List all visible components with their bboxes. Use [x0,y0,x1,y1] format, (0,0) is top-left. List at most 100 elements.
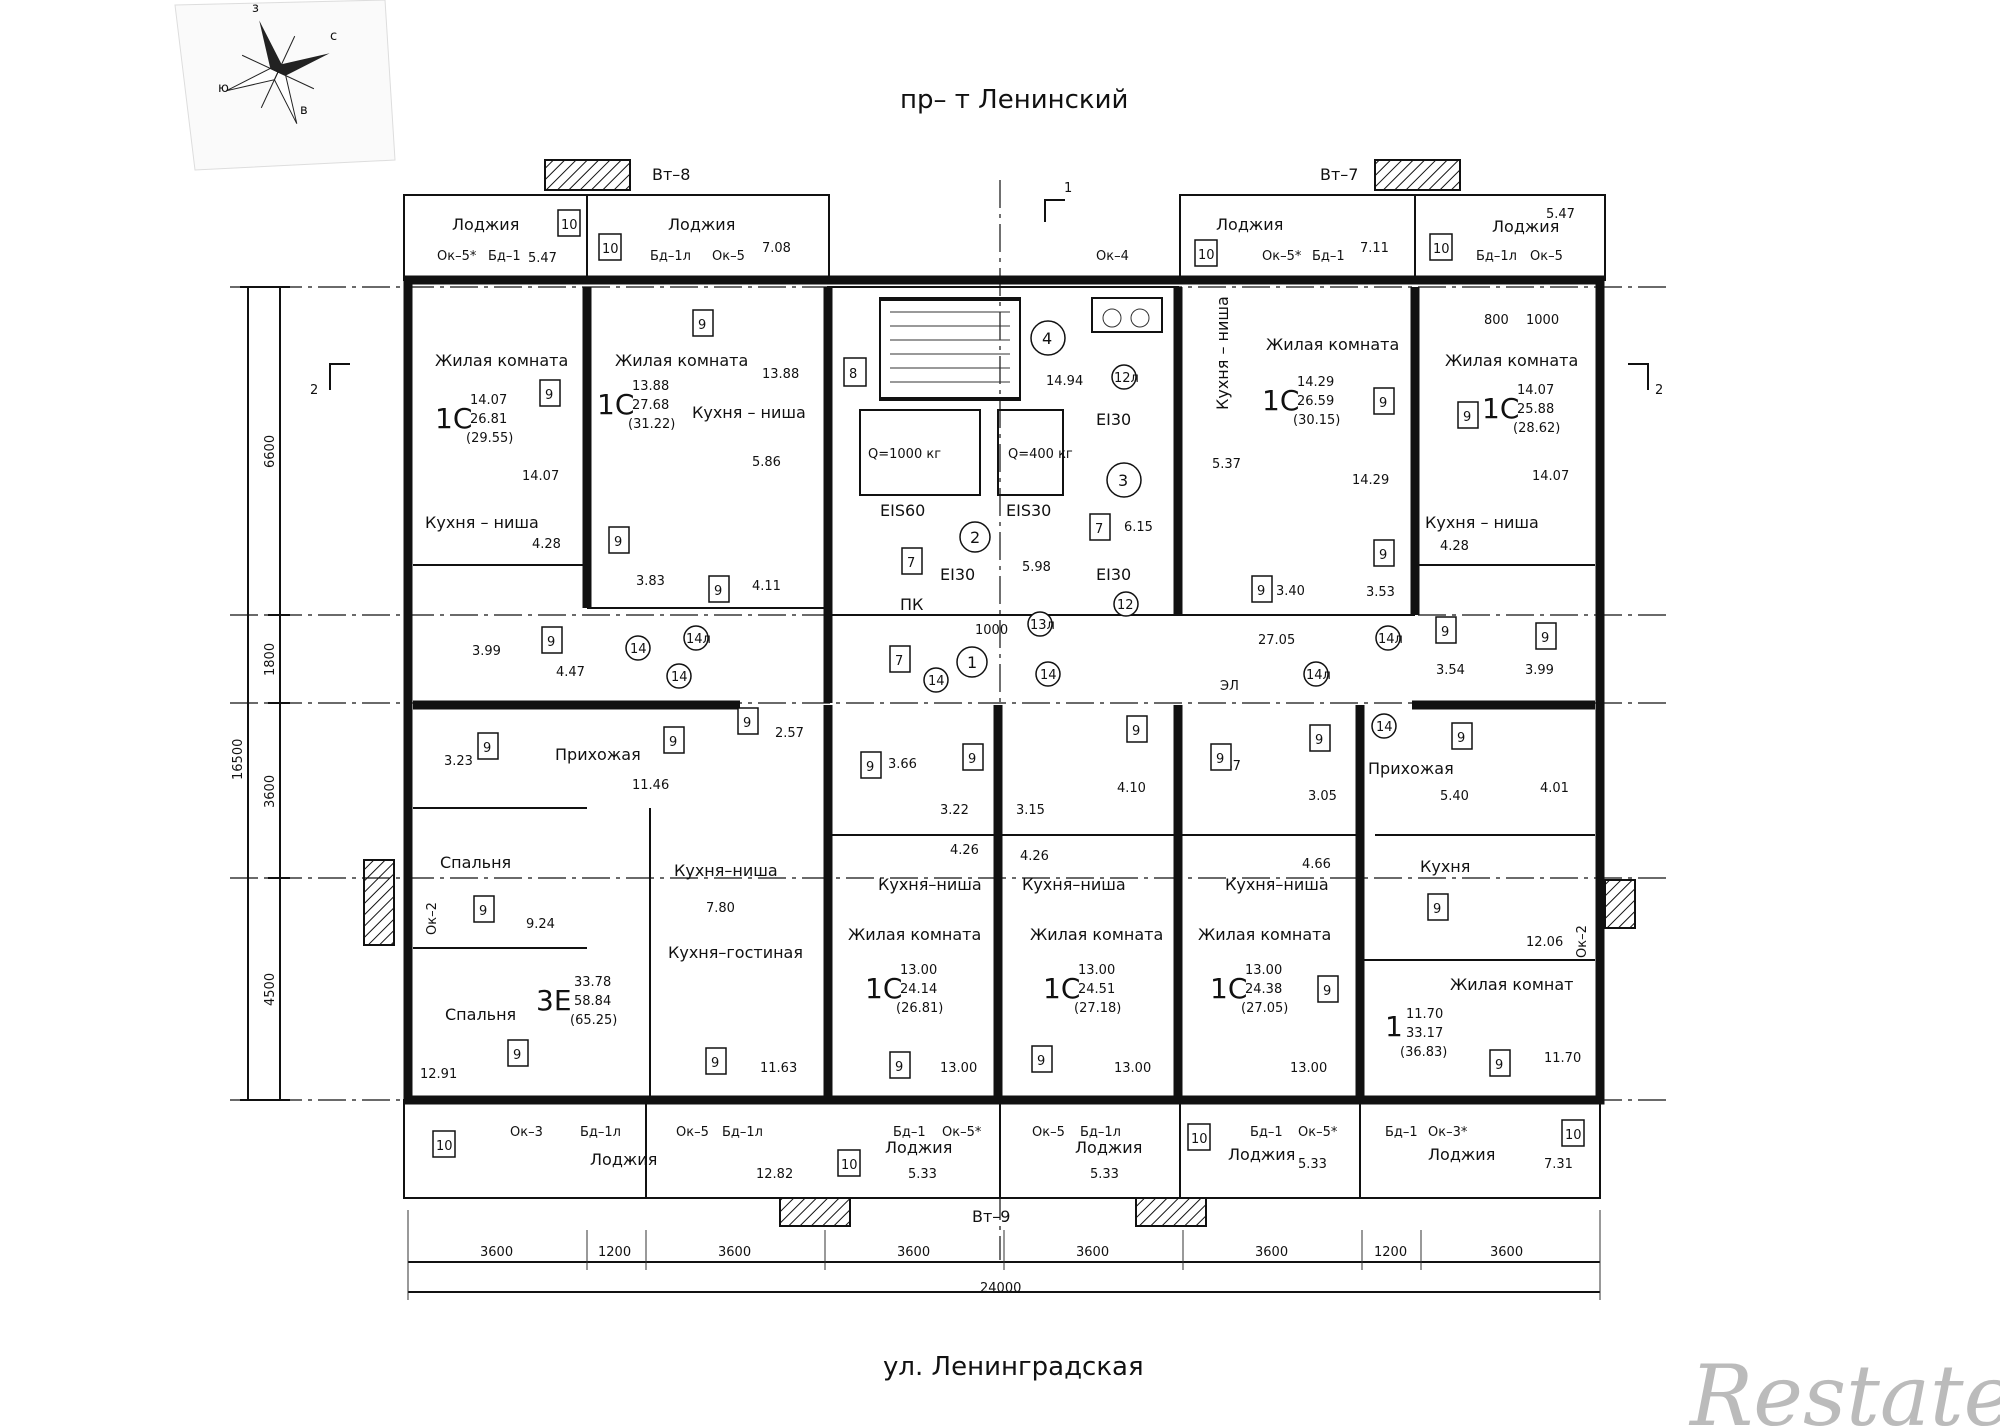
living-5: Жилая комната [848,925,981,944]
street-top: пр– т Ленинский [900,85,1128,115]
lift-small: Q=400 кг [1008,447,1073,462]
apt-2-num: 13.88 [632,379,669,394]
win-bg1l-2: Бд–1л [1476,249,1517,264]
dim-bottom-7: 1200 [1374,1245,1407,1260]
apt-2-den: 27.68 [632,398,669,413]
area: 7.11 [1360,241,1389,256]
tag: 9 [483,741,491,756]
apt-5-den: 58.84 [574,994,611,1009]
tag: 9 [1132,724,1140,739]
apt-6-num: 13.00 [900,963,937,978]
apt-1-total: (29.55) [466,431,513,446]
win-ok5s-2: Ок–5* [1262,249,1302,264]
interior-walls [413,286,1595,1100]
win-bg1-3: Бд–1 [893,1125,926,1140]
circle: 14 [630,642,647,657]
win-ok5s-3: Ок–5* [942,1125,982,1140]
area: 13.88 [762,367,799,382]
area: 27.05 [1258,633,1295,648]
loggia-7: Лоджия [1075,1138,1142,1157]
compass-rose-icon [226,20,330,124]
apt-5-num: 33.78 [574,975,611,990]
living-6: Жилая комната [1030,925,1163,944]
area: 3.53 [1366,585,1395,600]
circle: 3 [1118,471,1128,490]
win-bg1-1: Бд–1 [488,249,521,264]
tag: 9 [545,388,553,403]
vent-7: Вт–7 [1320,165,1358,184]
lift-big: Q=1000 кг [868,447,941,462]
compass: з с в ю [174,0,396,171]
area: 11.46 [632,778,669,793]
loggia-8: Лоджия [1228,1145,1295,1164]
loggia-5: Лоджия [590,1150,657,1169]
apt-4-type: 1С [1482,392,1519,425]
tag: 9 [479,904,487,919]
fire-ei30-1: EI30 [1096,410,1131,429]
apt-2-type: 1С [597,388,634,421]
apt-9-total: (36.83) [1400,1045,1447,1060]
living-2: Жилая комната [615,351,748,370]
apt-1-den: 26.81 [470,412,507,427]
area: 3.66 [888,757,917,772]
kitchen-niche-7: Кухня–ниша [1022,875,1126,894]
size-800: 800 [1484,313,1509,328]
circle: 14 [671,670,688,685]
area: 5.40 [1440,789,1469,804]
dim-left-4: 4500 [263,973,278,1006]
apt-7-den: 24.51 [1078,982,1115,997]
area: 11.70 [1544,1051,1581,1066]
win-ok5s-4: Ок–5* [1298,1125,1338,1140]
area: 3.05 [1308,789,1337,804]
apt-8-total: (27.05) [1241,1001,1288,1016]
win-ok5s-1: Ок–5* [437,249,477,264]
area: 12.82 [756,1167,793,1182]
tag: 9 [714,584,722,599]
apt-2-total: (31.22) [628,417,675,432]
apt-4-total: (28.62) [1513,421,1560,436]
circle: 4 [1042,329,1052,348]
win-ok5-3: Ок–5 [676,1125,709,1140]
dim-bottom-2: 1200 [598,1245,631,1260]
tag: 9 [743,716,751,731]
area: 3.23 [444,754,473,769]
apt-4: 1С 14.07 25.88 (28.62) [1482,383,1560,436]
apt-3-den: 26.59 [1297,394,1334,409]
win-bg1l-1: Бд–1л [650,249,691,264]
apt-8-den: 24.38 [1245,982,1282,997]
apt-9-type: 1 [1385,1010,1403,1043]
fire-eis60: EIS60 [880,501,925,520]
compass-n: з [252,1,259,16]
kitchen-living: Кухня–гостиная [668,943,803,962]
tag: 9 [1457,731,1465,746]
tag: 9 [1463,410,1471,425]
apt-8-type: 1С [1210,972,1247,1005]
dim-bottom-5: 3600 [1076,1245,1109,1260]
tag: 9 [547,635,555,650]
win-bg1l-3: Бд–1л [580,1125,621,1140]
area: 5.98 [1022,560,1051,575]
circle-markers: 4 3 2 1 12 12л 13л 14 14 14 14 14 14л 14… [625,320,1403,739]
apt-3-type: 1С [1262,384,1299,417]
win-ok5-4: Ок–5 [1032,1125,1065,1140]
kitchen-niche-4: Кухня – ниша [1213,296,1232,410]
area: 4.26 [1020,849,1049,864]
apt-5-total: (65.25) [570,1013,617,1028]
area: 3.83 [636,574,665,589]
compass-w: ю [218,81,229,96]
window-labels: Ок–5* Бд–1 Бд–1л Ок–5 Ок–4 Ок–5* Бд–1 Бд… [425,249,1590,1140]
apt-9-den: 33.17 [1406,1026,1443,1041]
win-ok4: Ок–4 [1096,249,1129,264]
area: 4.11 [752,579,781,594]
tag: 10 [561,218,578,233]
area: 14.07 [522,469,559,484]
win-ok5-2: Ок–5 [1530,249,1563,264]
tag: 10 [1191,1132,1208,1147]
area: 9.24 [526,917,555,932]
loggia-4: Лоджия [1492,217,1559,236]
area: 11.63 [760,1061,797,1076]
hall-1: Прихожая [555,745,641,764]
bedroom-1: Спальня [440,853,511,872]
circle: 1 [967,653,977,672]
